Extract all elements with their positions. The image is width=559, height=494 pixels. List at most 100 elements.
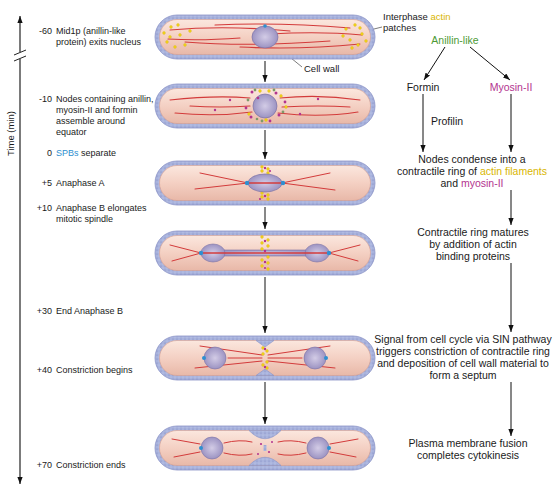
nucleus (253, 94, 277, 118)
microtubule (172, 253, 201, 261)
microtubule (330, 452, 356, 457)
contractile-ring (269, 170, 271, 172)
event-text: Anaphase B elongates mitotic spindle (56, 203, 156, 225)
spindle-pole-body (327, 446, 331, 450)
spindle-pole-body (199, 251, 331, 255)
ring-remnant (260, 443, 262, 445)
actin-patch (357, 44, 360, 47)
contractile-ring (261, 265, 264, 268)
spindle-pole-body (327, 251, 331, 255)
node-dot (265, 119, 268, 122)
microtubule (175, 112, 252, 115)
microtubule (270, 33, 362, 35)
spindle-pole-body (199, 446, 331, 450)
actin-patch (361, 33, 364, 36)
spindle-pole-body (263, 24, 267, 28)
constricting-cell (155, 336, 375, 380)
constricting-cell (155, 336, 375, 380)
microtubule (278, 441, 306, 443)
nucleus (201, 244, 329, 262)
ring-remnant (271, 441, 273, 443)
microtubule (268, 358, 302, 359)
time-point: 0 (22, 148, 52, 159)
divided-cell (155, 426, 375, 470)
contractile-ring (262, 347, 269, 370)
node-dot (214, 109, 216, 111)
nucleus (201, 437, 329, 459)
node-dot (259, 90, 262, 93)
text-run: SPBs (56, 148, 79, 158)
actin-patch (342, 35, 345, 38)
text-run: and (440, 177, 460, 189)
node-dot (214, 91, 319, 123)
ring-remnant (257, 453, 259, 455)
flow-arrow (470, 47, 510, 80)
time-point: +30 (22, 306, 52, 317)
time-axis (19, 16, 20, 484)
node-dot (254, 89, 257, 92)
process-step: Plasma membrane fusion completes cytokin… (393, 437, 543, 461)
node-dot (250, 116, 253, 119)
stage-arrow (265, 61, 266, 82)
septum (264, 445, 267, 451)
microtubule (224, 441, 252, 443)
node-dot (257, 97, 260, 100)
divided-cell (155, 426, 375, 470)
mitotic-spindle (203, 252, 327, 253)
actin-patch (184, 44, 187, 47)
anaphase-a-cell (155, 161, 375, 205)
contractile-ring (261, 236, 270, 271)
contractile-ring (264, 250, 266, 252)
spindle-pole-body (199, 251, 203, 255)
contractile-ring (261, 259, 264, 262)
axis-title: Time (min) (5, 102, 16, 166)
contractile-ring (264, 167, 266, 169)
nucleus (307, 437, 329, 459)
flow-arrow (511, 382, 512, 436)
microtubule (170, 97, 250, 100)
node-dot (317, 98, 319, 100)
actin-patch (163, 24, 368, 50)
contractile-ring (267, 256, 270, 259)
time-axis (14, 52, 26, 59)
actin-patch (163, 32, 166, 35)
microtubule (330, 439, 358, 444)
node-dot (280, 95, 283, 98)
time-axis (14, 50, 26, 61)
contractile-ring (264, 267, 266, 269)
contractile-ring (267, 268, 270, 271)
node-assembly-cell (155, 84, 375, 128)
time-axis (14, 16, 26, 484)
microtubule (278, 453, 306, 455)
node-dot (229, 99, 231, 101)
contractile-ring (267, 198, 270, 201)
process-step: Contractile ring matures by addition of … (412, 226, 534, 262)
stage-arrow (265, 382, 266, 424)
actin-patch (365, 40, 368, 43)
time-point: +70 (22, 460, 52, 471)
step-text: Nodes condense into a contractile ring o… (396, 153, 548, 189)
node-dot (248, 113, 251, 116)
time-point: -10 (22, 94, 52, 105)
time-point: -60 (22, 26, 52, 37)
text-run: separate (79, 148, 117, 158)
contractile-ring (261, 236, 264, 239)
microtubule (172, 439, 358, 457)
time-point: +40 (22, 365, 52, 376)
flow-arrow (423, 94, 424, 152)
contractile-ring (264, 240, 266, 242)
microtubule (195, 346, 335, 368)
contractile-ring (266, 350, 269, 353)
microtubule (168, 24, 362, 48)
time-point: +5 (22, 178, 52, 189)
callout-text: Interphase actin patches (383, 11, 455, 33)
step-text: Contractile ring matures by addition of … (412, 226, 534, 262)
spindle-pole-body (281, 181, 285, 185)
contractile-ring (261, 196, 264, 199)
stage-arrow (265, 130, 266, 159)
contractile-ring (261, 242, 264, 245)
process-step: Nodes condense into a contractile ring o… (396, 153, 548, 189)
event-text: Nodes containing anillin, myosin-II and … (56, 94, 156, 138)
contractile-ring (267, 194, 270, 197)
